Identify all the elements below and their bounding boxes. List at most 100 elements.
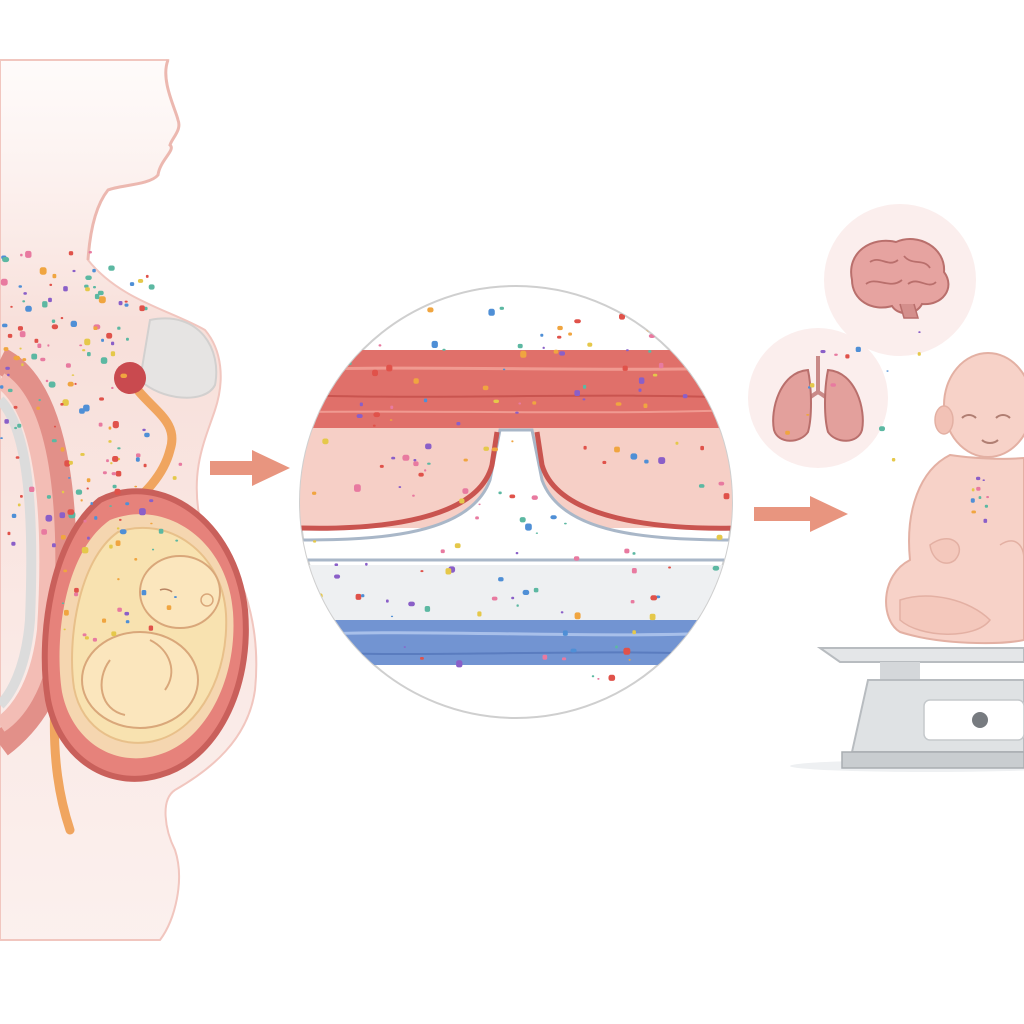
microplastic-particle (725, 358, 730, 363)
microplastic-particle (51, 324, 59, 330)
microplastic-particle (716, 534, 723, 540)
microplastic-particle (67, 381, 74, 387)
microplastic-particle (145, 274, 149, 278)
microplastic-particle (84, 284, 89, 288)
microplastic-particle (175, 539, 179, 542)
microplastic-particle (61, 490, 65, 494)
microplastic-particle (413, 459, 417, 462)
microplastic-particle (643, 403, 648, 408)
microplastic-particle (986, 496, 989, 499)
microplastic-particle (64, 609, 69, 616)
microplastic-particle (373, 412, 381, 418)
microplastic-particle (158, 528, 164, 534)
microplastic-particle (386, 364, 393, 372)
microplastic-particle (11, 513, 17, 518)
microplastic-particle (63, 286, 68, 292)
microplastic-particle (427, 307, 434, 313)
microplastic-particle (22, 358, 27, 361)
microplastic-particle (531, 495, 538, 500)
microplastic-particle (445, 568, 452, 575)
microplastic-particle (516, 604, 519, 607)
microplastic-particle (115, 470, 122, 477)
microplastic-particle (110, 462, 113, 465)
microplastic-particle (650, 595, 658, 601)
microplastic-particle (148, 625, 154, 631)
microplastic-particle (976, 476, 981, 481)
microplastic-particle (329, 324, 333, 330)
microplastic-particle (623, 647, 631, 655)
microplastic-particle (84, 636, 89, 640)
microplastic-particle (7, 333, 13, 338)
microplastic-particle (25, 305, 32, 312)
microplastic-particle (29, 486, 35, 492)
microplastic-particle (582, 398, 586, 401)
microplastic-particle (351, 322, 355, 326)
microplastic-particle (83, 519, 87, 523)
microplastic-particle (568, 332, 572, 336)
microplastic-particle (15, 456, 20, 459)
microplastic-particle (845, 354, 850, 359)
microplastic-particle (45, 379, 49, 383)
microplastic-particle (386, 599, 389, 603)
microplastic-particle (174, 596, 177, 598)
mother-microplastic-particles (0, 250, 183, 642)
microplastic-particle (13, 355, 21, 361)
brain-icon (850, 237, 950, 319)
microplastic-particle (389, 419, 393, 421)
microplastic-particle (109, 505, 112, 507)
microplastic-particle (25, 250, 32, 258)
microplastic-particle (102, 471, 107, 475)
microplastic-particle (112, 456, 119, 462)
microplastic-particle (354, 324, 360, 330)
microplastic-particle (83, 404, 90, 412)
microplastic-particle (379, 464, 384, 468)
placenta-magnified-panel (299, 285, 733, 719)
microplastic-particle (117, 578, 120, 581)
microplastic-particle (697, 367, 703, 372)
mother-profile-outline (86, 59, 181, 261)
microplastic-particle (141, 590, 147, 596)
microplastic-particle (178, 462, 183, 466)
microplastic-particle (630, 453, 638, 460)
microplastic-particle (658, 362, 664, 369)
microplastic-particle (86, 478, 91, 483)
microplastic-particle (124, 303, 129, 307)
microplastic-particle (111, 341, 115, 346)
microplastic-particle (172, 476, 177, 480)
microplastic-particle (359, 402, 363, 407)
microplastic-particle (440, 549, 445, 554)
microplastic-particle (108, 426, 112, 430)
microplastic-particle (51, 439, 57, 443)
microplastic-particle (139, 305, 145, 312)
microplastic-particle (361, 594, 365, 598)
microplastic-particle (37, 343, 42, 348)
microplastic-particle (39, 267, 47, 275)
microplastic-particle (108, 265, 115, 271)
microplastic-particle (412, 494, 415, 497)
microplastic-particle (561, 657, 567, 661)
microplastic-particle (14, 426, 17, 430)
microplastic-particle (615, 402, 622, 406)
microplastic-particle (638, 388, 642, 392)
microplastic-particle (978, 496, 982, 499)
microplastic-particle (137, 279, 144, 283)
microplastic-particle (139, 508, 146, 516)
microplastic-particle (98, 422, 103, 427)
microplastic-particle (583, 384, 587, 389)
microplastic-particle (806, 414, 810, 416)
microplastic-particle (106, 459, 109, 463)
microplastic-particle (658, 457, 666, 464)
microplastic-particle (390, 615, 394, 618)
microplastic-particle (424, 469, 427, 472)
microplastic-particle (126, 337, 129, 341)
microplastic-particle (971, 510, 976, 514)
microplastic-particle (17, 423, 22, 428)
microplastic-particle (785, 430, 790, 435)
microplastic-particle (106, 332, 113, 339)
microplastic-particle (522, 589, 530, 595)
infant (885, 352, 1024, 645)
microplastic-particle (71, 374, 75, 376)
microplastic-particle (38, 399, 41, 402)
microplastic-particle (100, 357, 108, 364)
microplastic-particle (19, 347, 22, 350)
